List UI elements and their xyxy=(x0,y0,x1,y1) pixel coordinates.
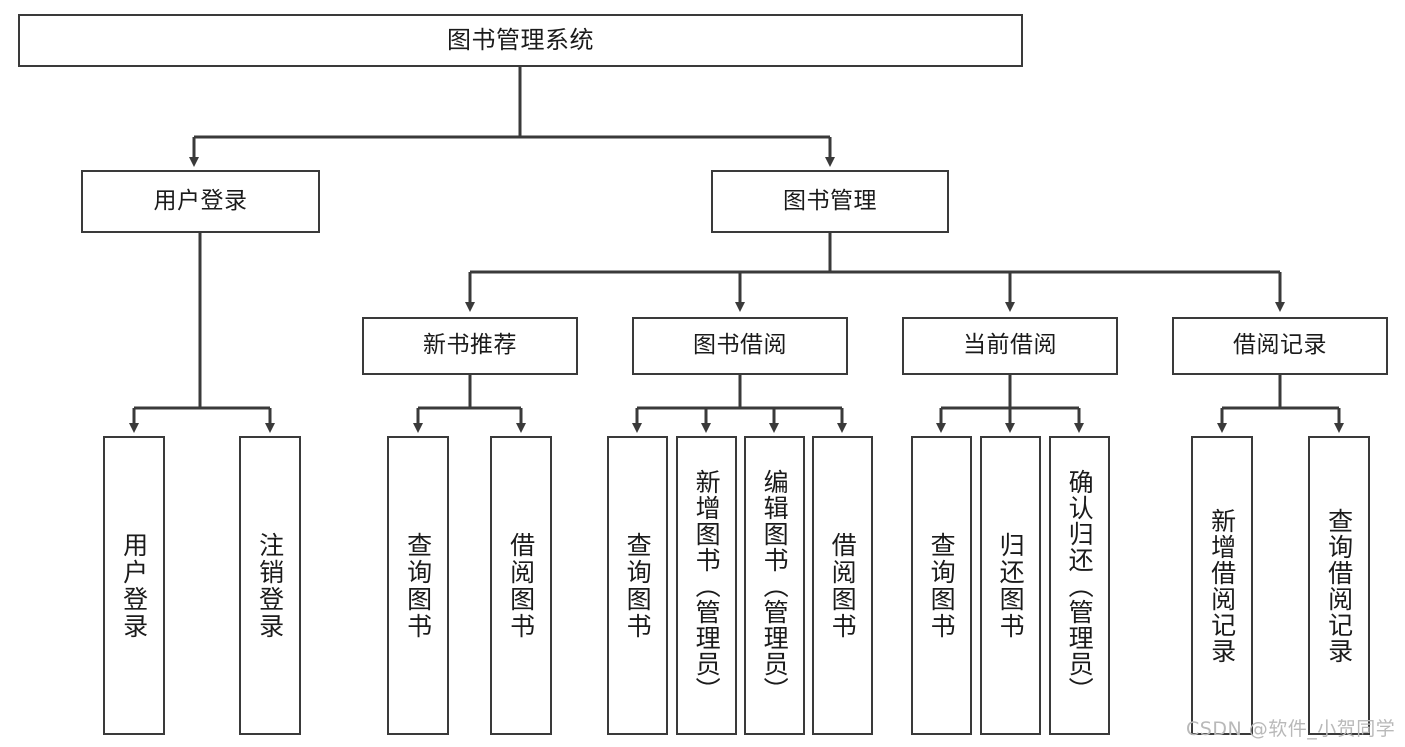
leaf-record-query-record[interactable]: 查询借阅记录 xyxy=(1308,436,1370,735)
node-current-borrow[interactable]: 当前借阅 xyxy=(902,317,1118,375)
leaf-recommend-borrow-book[interactable]: 借阅图书 xyxy=(490,436,552,735)
leaf-recommend-query-book-label: 查询图书 xyxy=(403,531,433,640)
leaf-current-confirm-return-admin-label: 确认归还（管理员） xyxy=(1065,468,1095,703)
node-current-borrow-label: 当前借阅 xyxy=(963,332,1057,359)
node-book-borrow[interactable]: 图书借阅 xyxy=(632,317,848,375)
leaf-record-query-record-label: 查询借阅记录 xyxy=(1324,507,1354,664)
leaf-user-login-signin[interactable]: 用户登录 xyxy=(103,436,165,735)
leaf-borrow-borrow-book[interactable]: 借阅图书 xyxy=(812,436,873,735)
csdn-watermark: CSDN @软件_小贺同学 xyxy=(1186,718,1396,740)
node-user-login[interactable]: 用户登录 xyxy=(81,170,320,233)
leaf-borrow-add-book-admin[interactable]: 新增图书（管理员） xyxy=(676,436,737,735)
leaf-current-query-book-label: 查询图书 xyxy=(927,531,957,640)
leaf-record-add-record-label: 新增借阅记录 xyxy=(1207,507,1237,664)
leaf-user-login-signout[interactable]: 注销登录 xyxy=(239,436,301,735)
node-user-login-label: 用户登录 xyxy=(153,187,248,214)
node-book-borrow-label: 图书借阅 xyxy=(693,332,787,359)
leaf-user-login-signout-label: 注销登录 xyxy=(255,531,285,640)
leaf-current-query-book[interactable]: 查询图书 xyxy=(911,436,972,735)
leaf-record-add-record[interactable]: 新增借阅记录 xyxy=(1191,436,1253,735)
leaf-borrow-add-book-admin-label: 新增图书（管理员） xyxy=(692,468,722,703)
node-new-book-recommend[interactable]: 新书推荐 xyxy=(362,317,578,375)
node-book-management-label: 图书管理 xyxy=(783,187,877,214)
node-borrow-record-label: 借阅记录 xyxy=(1233,332,1327,359)
leaf-recommend-query-book[interactable]: 查询图书 xyxy=(387,436,449,735)
leaf-borrow-borrow-book-label: 借阅图书 xyxy=(828,531,858,640)
leaf-current-return-book-label: 归还图书 xyxy=(996,531,1026,640)
leaf-borrow-edit-book-admin[interactable]: 编辑图书（管理员） xyxy=(744,436,805,735)
leaf-borrow-query-book-label: 查询图书 xyxy=(623,531,653,640)
node-root-system-label: 图书管理系统 xyxy=(447,26,594,55)
node-root-system[interactable]: 图书管理系统 xyxy=(18,14,1023,67)
leaf-current-return-book[interactable]: 归还图书 xyxy=(980,436,1041,735)
leaf-user-login-signin-label: 用户登录 xyxy=(119,531,149,640)
leaf-borrow-query-book[interactable]: 查询图书 xyxy=(607,436,668,735)
leaf-borrow-edit-book-admin-label: 编辑图书（管理员） xyxy=(760,468,790,703)
leaf-current-confirm-return-admin[interactable]: 确认归还（管理员） xyxy=(1049,436,1110,735)
node-new-book-recommend-label: 新书推荐 xyxy=(423,332,517,359)
leaf-recommend-borrow-book-label: 借阅图书 xyxy=(506,531,536,640)
node-book-management[interactable]: 图书管理 xyxy=(711,170,949,233)
node-borrow-record[interactable]: 借阅记录 xyxy=(1172,317,1388,375)
